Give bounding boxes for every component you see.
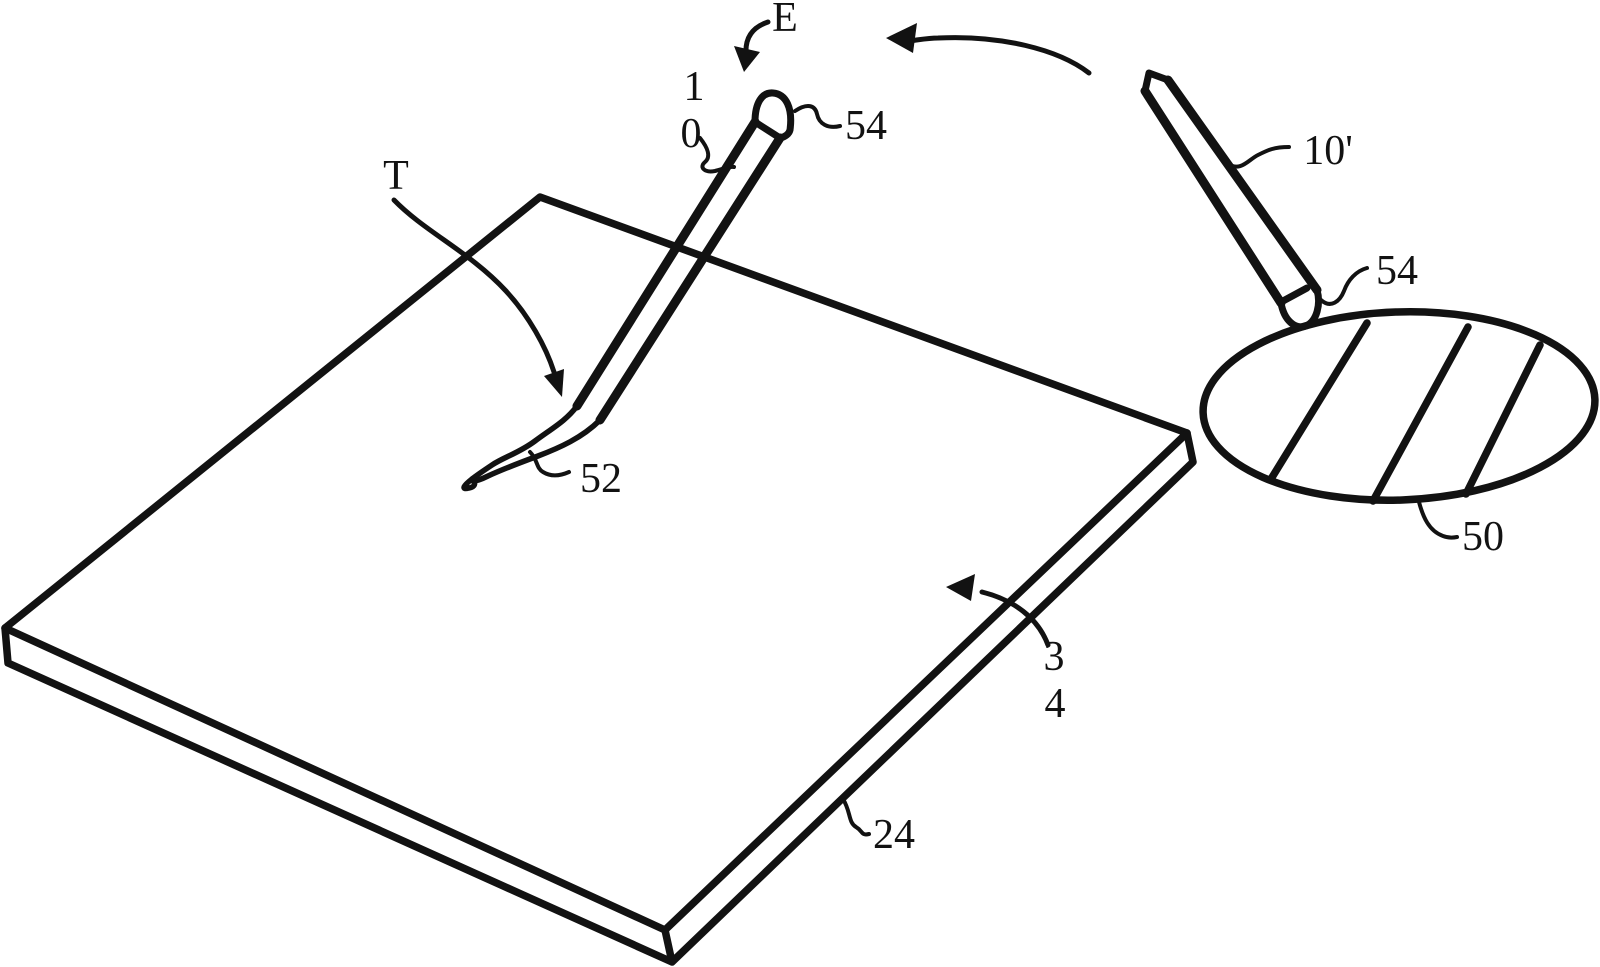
leader-stylus-ref xyxy=(698,136,736,174)
tablet-top-surface xyxy=(1,193,1191,934)
second-stylus-tip-dome xyxy=(1277,286,1323,331)
tablet-device xyxy=(1,193,1197,966)
rotate-arrow-head xyxy=(886,23,917,53)
tip-pointer-arrow-curve xyxy=(391,197,557,375)
leader-lines xyxy=(528,104,1459,837)
device-arrow-head xyxy=(946,574,975,601)
flexible-tip-hook xyxy=(461,476,478,492)
tablet-thickness-edges xyxy=(1,429,1197,966)
view-arrow-head xyxy=(734,46,760,72)
rotate-arrow-curve xyxy=(906,35,1092,76)
label-device-ref-digit-4: 4 xyxy=(1045,681,1066,727)
label-device-edge: 24 xyxy=(873,812,915,858)
magnifier-ellipse xyxy=(1199,308,1599,504)
leader-device-edge xyxy=(841,797,871,837)
label-magnified-tip: 50 xyxy=(1462,514,1504,560)
view-arrow-curve xyxy=(743,19,771,57)
tip-pointer-arrow-head xyxy=(544,369,564,397)
second-stylus-body-right-edge xyxy=(1163,75,1322,295)
leader-flexible-tip xyxy=(528,450,571,478)
leader-second-stylus-end-cap xyxy=(1319,266,1369,306)
label-view-arrow: E xyxy=(772,0,798,41)
leader-magnified-tip xyxy=(1417,500,1459,540)
label-flexible-tip: 52 xyxy=(580,456,622,502)
label-tip-pointer: T xyxy=(383,153,409,199)
label-stylus-ref-digit-0: 0 xyxy=(681,111,702,157)
leader-second-stylus-ref xyxy=(1226,145,1291,169)
label-second-stylus-ref: 10' xyxy=(1303,128,1353,174)
device-arrow-curve xyxy=(979,589,1051,648)
second-stylus-body-left-edge xyxy=(1140,86,1286,308)
magnified-tip-view xyxy=(1199,308,1599,505)
flexible-tip-upper-curve xyxy=(469,403,580,482)
flexible-tip-lower-curve xyxy=(470,417,603,484)
label-second-stylus-end-cap: 54 xyxy=(1376,248,1418,294)
main-stylus-cap-band xyxy=(751,118,784,142)
second-stylus-cap-band xyxy=(1279,284,1311,305)
second-stylus-top-end xyxy=(1141,69,1172,95)
label-device-ref-digit-3: 3 xyxy=(1044,634,1065,680)
leader-stylus-end-cap xyxy=(793,104,842,129)
arrows xyxy=(391,19,1092,648)
second-stylus xyxy=(1140,69,1323,331)
main-stylus-end-cap-dome xyxy=(751,89,795,142)
reference-labels: E 1 0 54 T 52 10' 54 50 3 4 24 xyxy=(383,0,1504,858)
label-stylus-end-cap: 54 xyxy=(845,103,887,149)
main-stylus-body-right-edge xyxy=(595,133,785,425)
label-stylus-ref-digit-1: 1 xyxy=(684,64,705,110)
tip-segment-lines xyxy=(1267,319,1544,505)
